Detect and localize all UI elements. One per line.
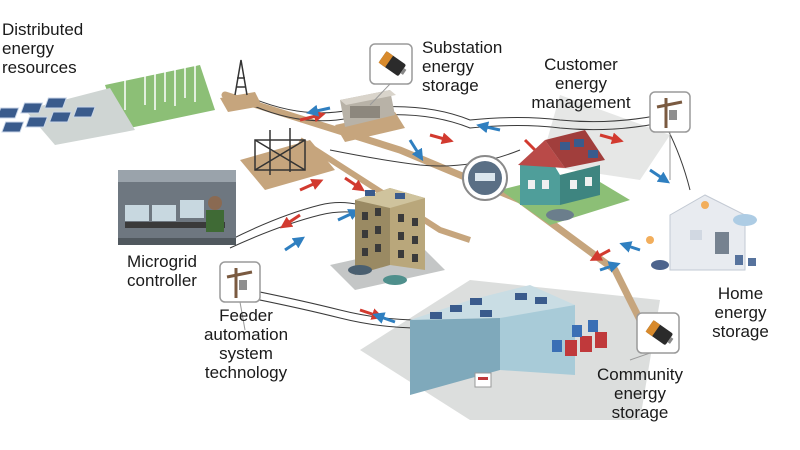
battery-icon bbox=[369, 43, 413, 85]
computer-monitor-icon bbox=[118, 170, 236, 245]
wind-turbine-icon bbox=[112, 38, 206, 110]
label-home-energy-storage: Home energy storage bbox=[712, 284, 769, 341]
callout-leaders bbox=[239, 83, 671, 361]
label-substation-energy-storage: Substation energy storage bbox=[422, 38, 503, 95]
label-community-energy-storage: Community energy storage bbox=[597, 365, 683, 422]
label-feeder-automation-system-technology: Feeder automation system technology bbox=[203, 306, 289, 382]
home-energy-storage-house bbox=[646, 194, 757, 271]
apartment-buildings bbox=[330, 188, 445, 290]
flow-arrows bbox=[280, 104, 670, 324]
substation-storage-building bbox=[335, 90, 405, 142]
utility-pole-icon-2 bbox=[649, 91, 691, 133]
label-distributed-energy-resources: Distributed energy resources bbox=[2, 20, 84, 77]
substation bbox=[220, 59, 335, 190]
community-battery-containers bbox=[552, 320, 607, 356]
battery-icon-2 bbox=[636, 312, 680, 354]
label-microgrid-controller: Microgrid controller bbox=[127, 252, 197, 290]
customer-house bbox=[500, 130, 630, 225]
label-customer-energy-management: Customer energy management bbox=[531, 55, 631, 112]
distributed-energy-resources bbox=[0, 38, 215, 145]
smart-meter-icon bbox=[462, 155, 508, 201]
solar-panel-icon bbox=[0, 97, 96, 133]
commercial-building bbox=[410, 285, 575, 395]
utility-pole-icon bbox=[219, 261, 261, 303]
